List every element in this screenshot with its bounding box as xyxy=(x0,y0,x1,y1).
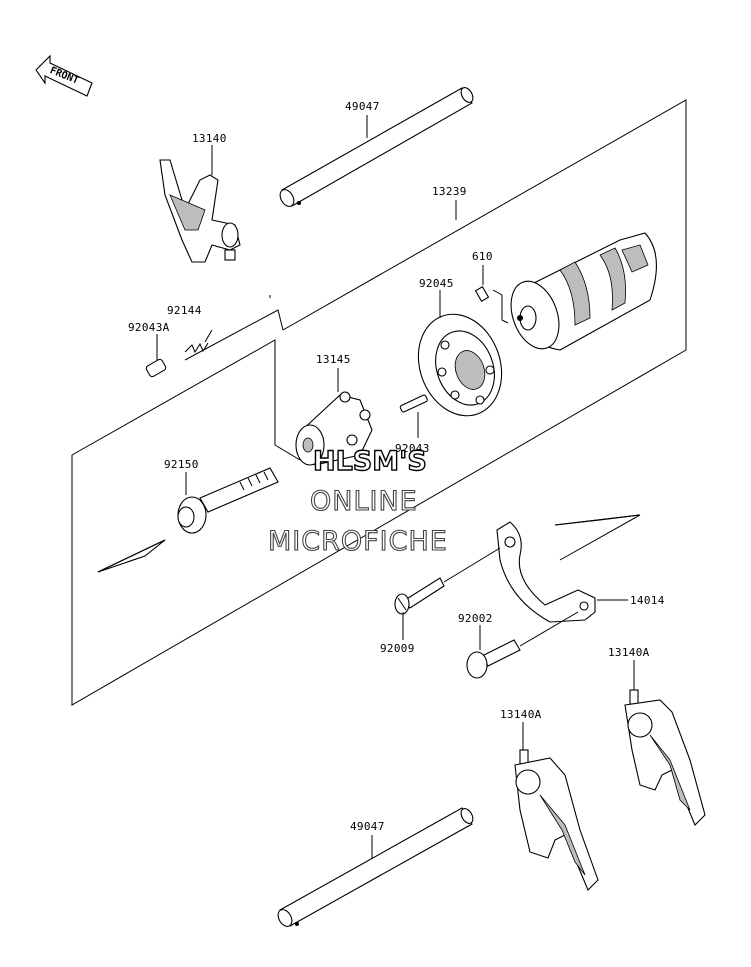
watermark: HLSM'S ONLINE MICROFICHE xyxy=(267,445,448,557)
direction-arrow-left xyxy=(97,539,166,573)
pin-610 xyxy=(474,286,490,302)
screw-92009 xyxy=(394,547,501,615)
shift-rod-bottom xyxy=(277,807,474,927)
shift-fork-top xyxy=(159,159,241,263)
shift-fork-a-left xyxy=(514,749,599,891)
leader-610-b xyxy=(492,289,509,324)
spring xyxy=(184,342,209,354)
bearing xyxy=(417,313,503,417)
label-13140a-left: 13140A xyxy=(500,708,542,721)
label-92002: 92002 xyxy=(458,612,493,625)
shift-fork-a-right xyxy=(624,689,706,826)
label-92009: 92009 xyxy=(380,642,415,655)
watermark-line1: HLSM'S xyxy=(313,446,427,477)
label-49047-bottom: 49047 xyxy=(350,820,385,833)
label-13140: 13140 xyxy=(192,132,227,145)
shift-rod-top xyxy=(279,87,474,207)
label-92150: 92150 xyxy=(164,458,199,471)
front-arrow-icon: FRONT xyxy=(35,54,93,97)
assembly-outline xyxy=(71,99,687,706)
direction-arrow-right xyxy=(554,514,641,561)
watermark-line3: MICROFICHE xyxy=(268,526,448,557)
label-49047-top: 49047 xyxy=(345,100,380,113)
label-92144: 92144 xyxy=(167,304,202,317)
label-13140a-right: 13140A xyxy=(608,646,650,659)
label-14014: 14014 xyxy=(630,594,665,607)
plate xyxy=(496,521,596,623)
shift-drum xyxy=(510,232,657,351)
label-92043a: 92043A xyxy=(128,321,170,334)
label-610: 610 xyxy=(472,250,493,263)
pin-92043 xyxy=(399,394,428,413)
leader-92144 xyxy=(204,329,213,343)
label-13145: 13145 xyxy=(316,353,351,366)
label-13239: 13239 xyxy=(432,185,467,198)
pin-holder xyxy=(295,391,373,466)
bolt-92150 xyxy=(177,467,279,534)
bolt-92002 xyxy=(466,611,579,679)
watermark-line2: ONLINE xyxy=(310,486,418,517)
label-92045: 92045 xyxy=(419,277,454,290)
label-92043: 92043 xyxy=(395,442,430,455)
pin-92043a xyxy=(145,358,167,378)
